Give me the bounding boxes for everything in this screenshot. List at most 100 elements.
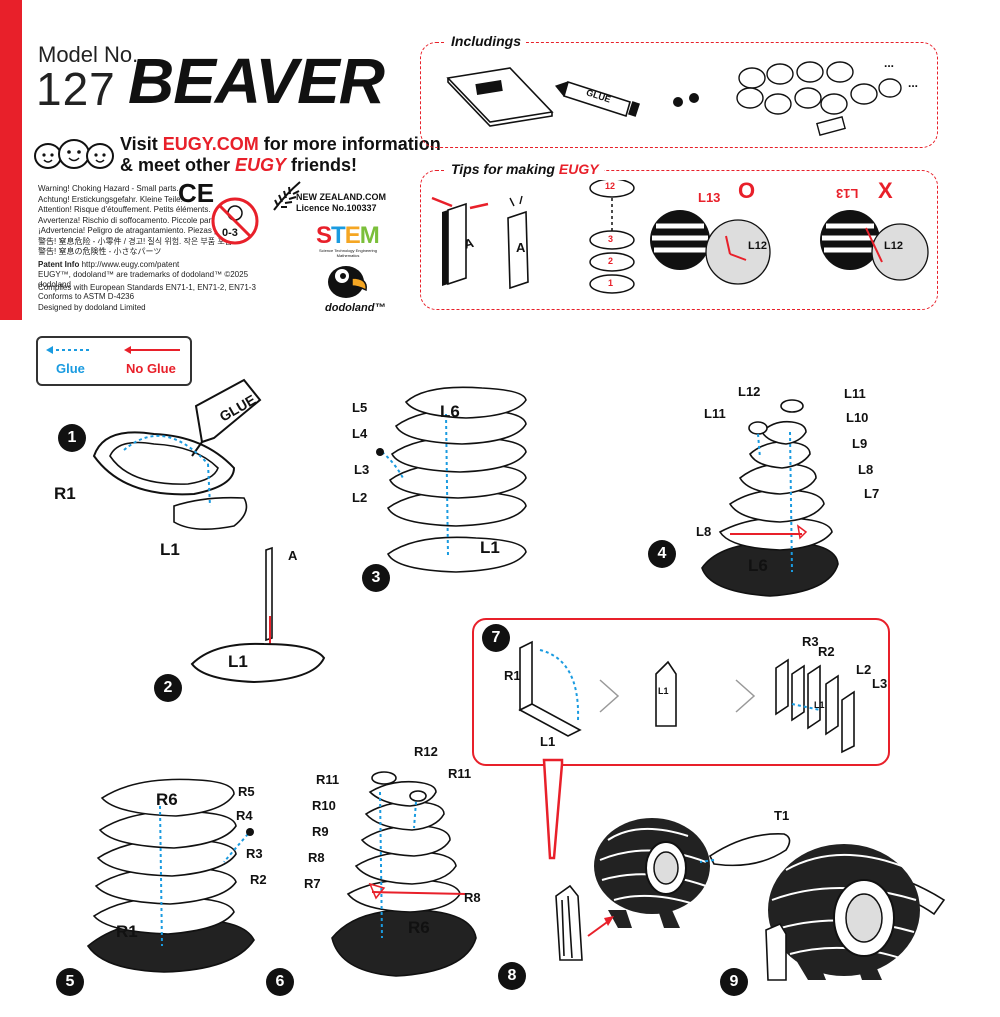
- includings-illustration: [446, 61, 902, 137]
- trademark-text: EUGY™, dodoland™ are trademarks of dodol…: [38, 270, 249, 289]
- eye-bead-icon: [689, 93, 699, 103]
- step-number-1: 1: [58, 424, 86, 452]
- number-stack-icon: [589, 180, 635, 294]
- nz-site: NEW ZEALAND.COM: [296, 192, 386, 202]
- legend-glue-label: Glue: [56, 361, 85, 376]
- flat-sheet-icon: [507, 195, 529, 290]
- step-5-illustration: [86, 778, 255, 973]
- more-pieces-ellipsis-2: ...: [908, 76, 919, 90]
- step-number-4: 4: [648, 540, 676, 568]
- tips-illustration: [431, 180, 929, 294]
- brand-edge-bar: [0, 0, 22, 320]
- step-9-illustration: [765, 844, 946, 981]
- patent-link[interactable]: http://www.eugy.com/patent: [81, 260, 180, 269]
- wrong-orientation-icon: [820, 210, 929, 281]
- designed-by: Designed by dodoland Limited: [38, 303, 146, 312]
- stack-num-3: 3: [608, 234, 614, 244]
- model-name: BEAVER: [128, 45, 385, 117]
- dodoland-logo: dodoland™: [325, 302, 386, 314]
- step-number-7: 7: [482, 624, 510, 652]
- step-number-6: 6: [266, 968, 294, 996]
- eugy-friends-icon: [34, 139, 114, 169]
- patent-info: Patent Info http://www.eugy.com/patent: [38, 260, 180, 269]
- stem-logo: STEM: [316, 222, 380, 249]
- step-5-label-r3: R3: [246, 846, 263, 861]
- eye-bead-icon: [673, 97, 683, 107]
- model-label: Model No.: [38, 42, 139, 67]
- step-3-label-l4: L4: [352, 426, 368, 441]
- compliance-astm: Conforms to ASTM D-4236: [38, 292, 135, 301]
- step-5-label-r6: R6: [156, 790, 178, 809]
- step-3-label-l6: L6: [440, 402, 460, 421]
- puzzle-pieces-icon: [736, 61, 902, 137]
- step-2-label-l1: L1: [228, 652, 248, 671]
- wrong-piece-bottom: L12: [884, 240, 903, 252]
- step-6-label-r11-right: R11: [448, 766, 472, 781]
- step-4-label-l9: L9: [852, 436, 868, 451]
- callout-pointer: [542, 758, 564, 860]
- age-warning-icon: [211, 197, 259, 245]
- step-5-label-r4: R4: [236, 808, 253, 823]
- step-4-label-l11-left: L11: [704, 406, 726, 421]
- tip-sheet-letter-2: A: [516, 240, 526, 255]
- step-7-label-l1-right: L1: [814, 700, 825, 710]
- stack-num-2: 2: [608, 256, 614, 266]
- step-number-9: 9: [720, 968, 748, 996]
- step-5-label-r1: R1: [116, 922, 138, 941]
- step-4-label-l7: L7: [864, 486, 880, 501]
- includings-box: [420, 42, 938, 148]
- correct-piece-top: L13: [698, 190, 721, 205]
- step-6-label-r6: R6: [408, 918, 430, 937]
- step-4-label-l6: L6: [748, 556, 768, 575]
- choking-warnings: Warning! Choking Hazard - Small parts. A…: [38, 184, 252, 256]
- step-5-label-r2: R2: [250, 872, 267, 887]
- step-6-label-r12: R12: [414, 744, 438, 759]
- step-4-label-l10: L10: [846, 410, 869, 425]
- silver-fern-icon: [273, 181, 301, 211]
- step-6-label-r8: R8: [308, 850, 325, 865]
- step-1-label-r1: R1: [54, 484, 76, 503]
- step-9-label-t1: T1: [774, 808, 790, 823]
- compliance-eu: Complies with European Standards EN71-1,…: [38, 283, 256, 292]
- step-3-label-l1: L1: [480, 538, 500, 557]
- eugy-link[interactable]: EUGY.COM: [162, 134, 259, 154]
- glue-tube-icon: [554, 80, 640, 118]
- step-3-label-l3: L3: [354, 462, 370, 477]
- step-4-label-l11-right: L11: [844, 386, 866, 401]
- step-1-label-l1: L1: [160, 540, 180, 559]
- glue-legend: [36, 336, 192, 386]
- step-6-label-r11-left: R11: [316, 772, 340, 787]
- includings-title: Includings: [446, 33, 526, 49]
- step-7-label-l1-mid: L1: [658, 686, 669, 696]
- step-6-illustration: [331, 771, 477, 977]
- step-3-label-l2: L2: [352, 490, 368, 505]
- step-number-2: 2: [154, 674, 182, 702]
- stack-num-1: 1: [608, 278, 614, 288]
- press-sheet-icon: [431, 196, 489, 286]
- step-4-label-l12: L12: [738, 384, 761, 399]
- wrong-piece-top: L13: [836, 186, 859, 201]
- step-4-label-l8-red: L8: [696, 524, 712, 539]
- step-7-label-r1: R1: [504, 668, 521, 683]
- more-pieces-ellipsis: ...: [884, 56, 895, 70]
- step-6-label-r10: R10: [312, 798, 336, 813]
- tips-box: [420, 170, 938, 310]
- step-6-label-r9: R9: [312, 824, 329, 839]
- step-7-label-l1: L1: [540, 734, 556, 749]
- model-number: 127: [36, 63, 116, 115]
- step-5-label-r5: R5: [238, 784, 255, 799]
- correct-mark: O: [738, 178, 756, 203]
- wrong-mark: X: [878, 178, 893, 203]
- tail-piece-illustration: [699, 833, 791, 867]
- step-7-box: [472, 618, 890, 766]
- step-4-label-l8: L8: [858, 462, 874, 477]
- stem-subtitle: Science Technology Engineering Mathemati…: [319, 248, 377, 258]
- step-number-3: 3: [362, 564, 390, 592]
- step-1-illustration: [92, 378, 262, 530]
- correct-orientation-icon: [650, 210, 771, 285]
- ce-mark: CE: [178, 178, 215, 208]
- step-6-label-r8-red: R8: [464, 890, 481, 905]
- step-number-8: 8: [498, 962, 526, 990]
- step-4-illustration: [701, 399, 839, 597]
- step-2-label-a: A: [288, 548, 298, 563]
